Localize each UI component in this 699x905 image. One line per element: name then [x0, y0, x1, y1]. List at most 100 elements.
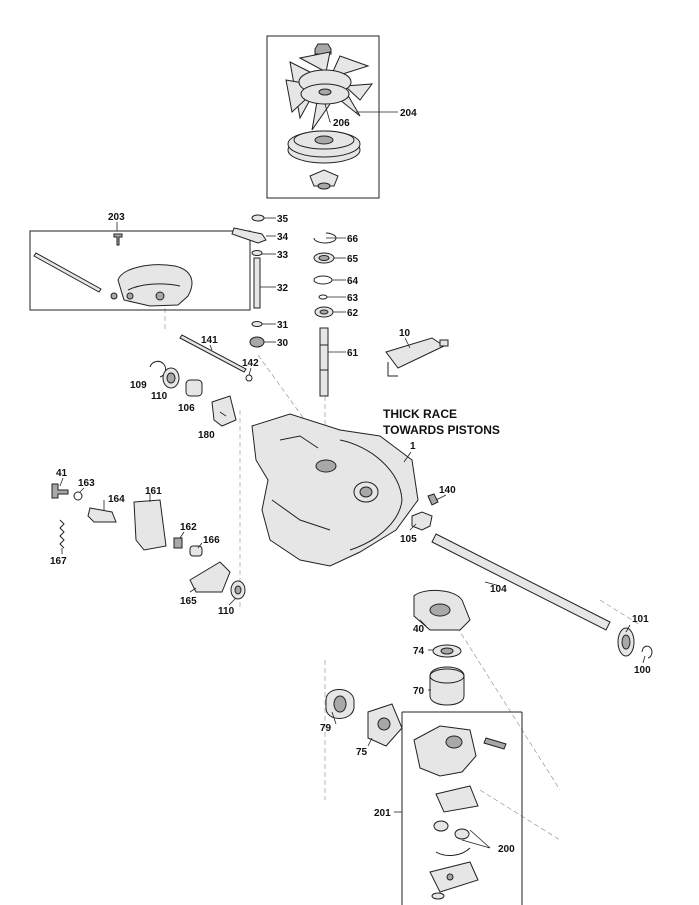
leader-lines: [59, 217, 646, 813]
lever-164: [87, 507, 117, 523]
part-labels: 204 206 203 35 34 33 32 31 30 66 65 64 6…: [50, 108, 651, 855]
part-label: 201: [374, 808, 391, 819]
part-label: 110: [218, 606, 235, 617]
washer-31: [251, 321, 263, 327]
gasket-plate: [429, 861, 479, 893]
part-label: 34: [277, 232, 289, 243]
spring-clip: [435, 847, 471, 856]
arm-165: [189, 561, 231, 593]
bracket-180: [211, 395, 237, 427]
part-label: 74: [413, 646, 425, 657]
part-label: 1: [410, 441, 416, 452]
part-label: 161: [145, 486, 162, 497]
pulley-hub: [309, 169, 339, 190]
transaxle-housing: [251, 413, 419, 567]
ring-64: [313, 275, 333, 285]
circlip-100: [641, 645, 653, 659]
spring-167: [59, 519, 65, 549]
bushing-106: [185, 379, 203, 397]
part-label: 61: [347, 348, 359, 359]
assembly-box-203: [29, 230, 251, 311]
part-label: 65: [347, 254, 359, 265]
part-label: 64: [347, 276, 359, 287]
part-label: 141: [201, 335, 218, 346]
input-shaft-stack: [313, 232, 337, 397]
drive-pulley: [287, 130, 361, 164]
shift-shaft-stack: [231, 214, 267, 348]
cooling-fan: [285, 51, 374, 131]
cover-assembly: [29, 222, 251, 311]
seal-right: [454, 828, 470, 840]
axle-rings: [149, 360, 203, 397]
bolt-140: [427, 493, 439, 506]
part-label: 70: [413, 686, 425, 697]
cover-rod: [33, 252, 102, 293]
lower-housing-assembly: [401, 711, 523, 905]
bushing-166: [189, 545, 203, 557]
bolt-162: [173, 537, 183, 549]
bushing-30: [249, 336, 265, 348]
part-label: 110: [151, 391, 168, 402]
part-label: 162: [180, 522, 197, 533]
part-label: 106: [178, 403, 195, 414]
part-label: 40: [413, 624, 425, 635]
fan-pulley-assembly: [266, 35, 398, 199]
part-label: 204: [400, 108, 417, 119]
axle-gear: [617, 627, 653, 659]
part-label: 75: [356, 747, 368, 758]
part-label: 109: [130, 380, 147, 391]
part-label: 104: [490, 584, 507, 595]
washer-163: [73, 491, 83, 501]
seal-left: [433, 820, 449, 832]
part-label: 100: [634, 665, 651, 676]
washer-35: [251, 214, 265, 222]
shaft-32: [253, 257, 261, 309]
pump-parts: [325, 590, 471, 747]
snap-ring-66: [313, 232, 337, 244]
part-label: 206: [333, 118, 350, 129]
lower-bolt: [483, 737, 507, 750]
gear-105: [411, 511, 433, 531]
part-label: 32: [277, 283, 289, 294]
part-label: 30: [277, 338, 289, 349]
part-label: 140: [439, 485, 456, 496]
part-label: 163: [78, 478, 95, 489]
input-shaft-61: [319, 327, 329, 397]
part-label: 180: [198, 430, 215, 441]
washer-33: [251, 250, 263, 256]
part-label: 79: [320, 723, 332, 734]
lever-34: [231, 227, 267, 244]
plate-161: [133, 499, 167, 551]
rod-141: [179, 334, 247, 373]
ball-142: [245, 374, 253, 382]
part-label: 101: [632, 614, 649, 625]
part-label: 35: [277, 214, 289, 225]
part-label: 62: [347, 308, 359, 319]
bypass-handle: [385, 337, 449, 377]
part-label: 10: [399, 328, 411, 339]
axle-104: [431, 533, 611, 631]
fan-nut: [314, 43, 332, 55]
seal-plate: [435, 785, 479, 813]
assembly-box-204: [266, 35, 380, 199]
part-label: 203: [108, 212, 125, 223]
lower-case: [413, 725, 477, 777]
drain-nut: [431, 892, 445, 900]
part-label: 164: [108, 494, 125, 505]
part-label: 167: [50, 556, 67, 567]
part-label: 142: [242, 358, 259, 369]
part-label: 200: [498, 844, 515, 855]
note-line-1: THICK RACE: [383, 407, 457, 421]
control-linkage: [51, 483, 246, 600]
part-label: 66: [347, 234, 359, 245]
part-label: 33: [277, 250, 289, 261]
part-label: 105: [400, 534, 417, 545]
part-label: 63: [347, 293, 359, 304]
part-label: 165: [180, 596, 197, 607]
part-label: 166: [203, 535, 220, 546]
clip-63: [318, 294, 328, 300]
note-line-2: TOWARDS PISTONS: [383, 423, 500, 437]
part-label: 41: [56, 468, 68, 479]
bolt-41: [51, 483, 69, 499]
